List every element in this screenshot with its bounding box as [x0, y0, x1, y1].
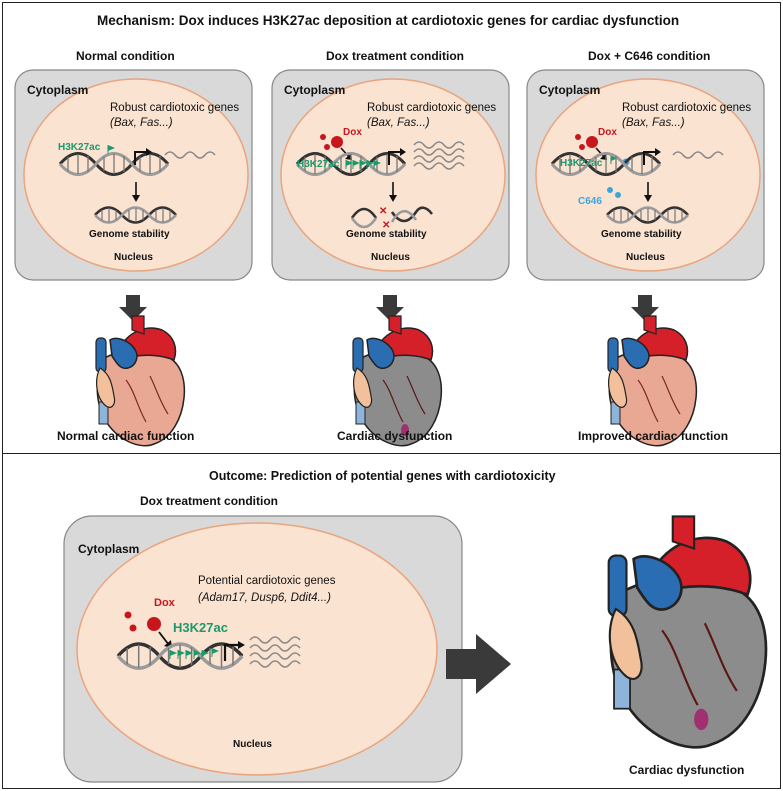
panel-c646: [526, 69, 765, 447]
bottom-diagram: [63, 515, 768, 783]
genes-label: Robust cardiotoxic genes: [367, 102, 497, 114]
c646-label: C646: [578, 196, 602, 207]
outcome-c646: Improved cardiac function: [578, 429, 729, 443]
genome-stability-label: Genome stability: [601, 229, 682, 240]
h3k27ac-label: H3K27ac: [58, 142, 101, 153]
genes-examples: (Bax, Fas...): [622, 117, 685, 129]
genome-stability-label: Genome stability: [346, 229, 427, 240]
dox-molecule-icon: [320, 134, 326, 140]
improved-heart-icon: [607, 315, 698, 447]
mechanism-panel: [2, 2, 781, 454]
outcome-normal: Normal cardiac function: [57, 429, 195, 443]
svg-text:✕: ✕: [379, 206, 387, 217]
genes-examples: (Bax, Fas...): [367, 117, 430, 129]
large-dysfunction-heart-icon: [607, 515, 768, 749]
heading-dox: Dox treatment condition: [326, 49, 465, 63]
nucleus-label: Nucleus: [114, 252, 153, 263]
bottom-dox-label: Dox: [154, 597, 175, 609]
panel-dox: ✕ ✕: [271, 69, 510, 447]
h3k27ac-label: H3K27ac: [297, 159, 340, 170]
heading-c646: Dox + C646 condition: [588, 49, 711, 63]
promoter-arrow-icon: [146, 148, 152, 156]
dox-label: Dox: [598, 127, 617, 138]
svg-text:✕: ✕: [382, 220, 390, 231]
heading-normal: Normal condition: [76, 49, 175, 63]
genes-label: Robust cardiotoxic genes: [110, 102, 240, 114]
bottom-h3k27ac-label: H3K27ac: [173, 620, 228, 635]
bottom-cytoplasm-label: Cytoplasm: [78, 542, 140, 556]
potential-genes-examples: (Adam17, Dusp6, Ddit4...): [198, 592, 331, 604]
dysfunction-heart-icon: [352, 315, 443, 447]
normal-heart-icon: [95, 315, 186, 447]
cytoplasm-label: Cytoplasm: [284, 83, 346, 97]
nucleus-label: Nucleus: [371, 252, 410, 263]
outcome-title: Outcome: Prediction of potential genes w…: [209, 469, 556, 483]
cytoplasm-label: Cytoplasm: [539, 83, 601, 97]
potential-genes-label: Potential cardiotoxic genes: [198, 575, 336, 587]
genes-examples: (Bax, Fas...): [110, 117, 173, 129]
genome-stability-label: Genome stability: [89, 229, 170, 240]
dna-damaged-icon: ✕ ✕: [350, 206, 434, 231]
bottom-heading: Dox treatment condition: [140, 494, 279, 508]
bottom-outcome: Cardiac dysfunction: [629, 763, 745, 777]
nucleus-ellipse: [23, 78, 249, 272]
right-arrow-icon: [446, 634, 511, 694]
nucleus-label: Nucleus: [626, 252, 665, 263]
panel-normal: [14, 69, 253, 447]
mechanism-title: Mechanism: Dox induces H3K27ac depositio…: [97, 13, 680, 28]
cytoplasm-label: Cytoplasm: [27, 83, 89, 97]
h3k27ac-label: H3K27ac: [560, 158, 603, 169]
dox-label: Dox: [343, 127, 362, 138]
genes-label: Robust cardiotoxic genes: [622, 102, 752, 114]
outcome-dox: Cardiac dysfunction: [337, 429, 453, 443]
outcome-panel: [2, 454, 781, 789]
bottom-nucleus-label: Nucleus: [233, 739, 272, 750]
